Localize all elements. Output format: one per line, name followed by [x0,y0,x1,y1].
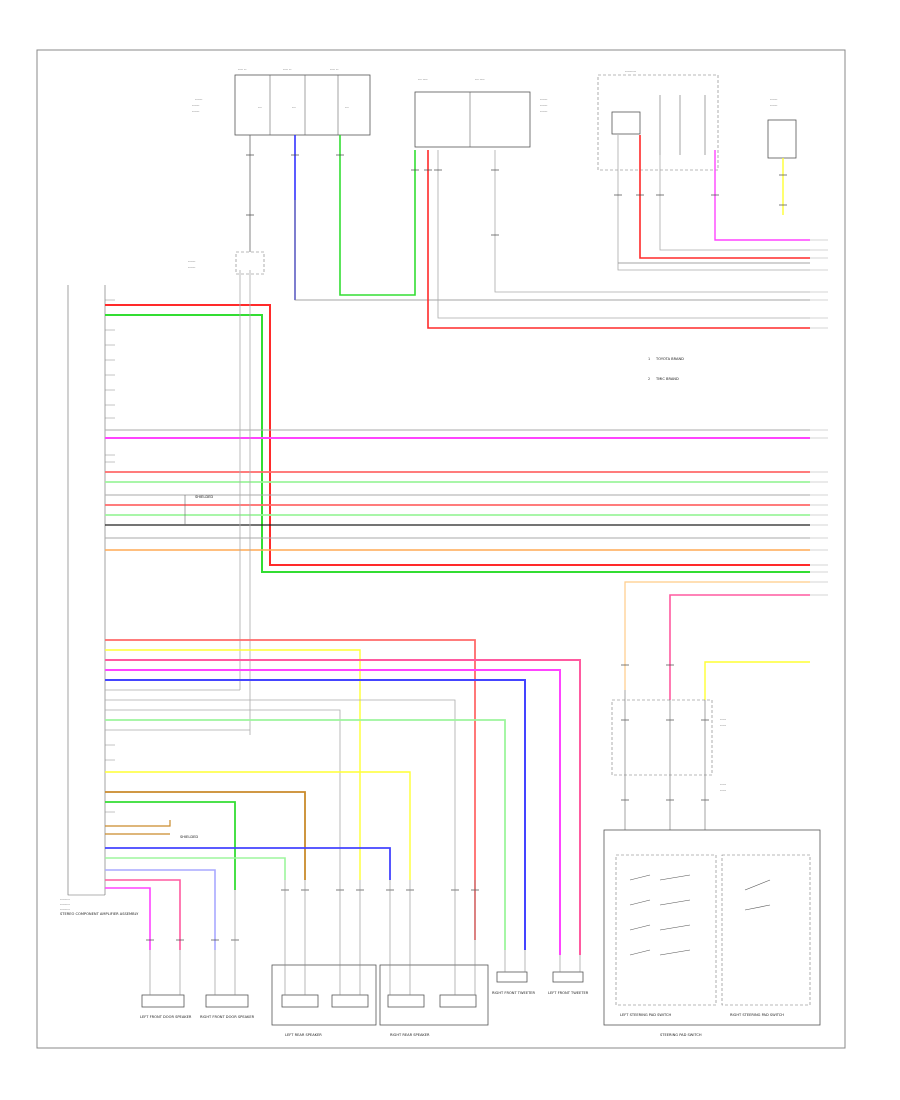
legend-item-2: TMIC BRAND [655,377,679,381]
label-steering-switch-left: LEFT STEERING PAD SWITCH [620,1013,671,1017]
svg-text:1: 1 [648,357,650,361]
bus-lines [105,239,828,955]
svg-text:--- ----: --- ---- [475,77,485,81]
svg-text:--------: -------- [60,907,71,911]
svg-text:--- ----: --- ---- [418,77,428,81]
svg-text:------: ------ [770,97,778,101]
svg-text:------: ------ [195,97,203,101]
svg-text:------: ------ [540,103,548,107]
shield-splice: ------ ------ [188,251,265,275]
svg-text:2: 2 [648,377,650,381]
svg-text:------: ------ [770,103,778,107]
svg-text:---: --- [292,105,296,109]
svg-text:--------: -------- [60,902,71,906]
diagram-border [36,49,846,1049]
svg-text:--------: -------- [60,897,71,901]
label-right-front-tweeter: RIGHT FRONT TWEETER [492,991,536,995]
tweeter-left-front: LEFT FRONT TWEETER [548,971,589,995]
label-steering-switch-right: RIGHT STEERING PAD SWITCH [730,1013,784,1017]
speaker-left-rear: LEFT REAR SPEAKER [271,964,377,1037]
label-left-front-tweeter: LEFT FRONT TWEETER [548,991,589,995]
label-left-front-door-speaker: LEFT FRONT DOOR SPEAKER [140,1015,192,1019]
legend-item-1: TOYOTA BRAND [655,357,684,361]
junction-block: --- ---- --- ---- ------ ------ ------ [414,77,548,148]
svg-text:------: ------ [540,97,548,101]
svg-text:---: --- [258,105,262,109]
label-amplifier: STEREO COMPONENT AMPLIFIER ASSEMBLY [60,912,139,916]
antenna-block: --------- ------ ------ [597,69,797,171]
fuse-relay-block: ---- -- ---- -- ---- -- ------ ------ --… [192,67,371,136]
speaker-connector-marks [146,889,479,941]
steering-relay-block: ----- ----- ----- ----- [611,690,727,830]
tweeter-right-front: RIGHT FRONT TWEETER [492,971,536,995]
svg-text:---------: --------- [625,69,637,73]
label-right-front-door-speaker: RIGHT FRONT DOOR SPEAKER [200,1015,255,1019]
svg-text:---: --- [345,105,349,109]
svg-text:---- --: ---- -- [238,67,247,71]
speaker-right-rear: RIGHT REAR SPEAKER [379,964,489,1037]
label-steering-switch-assembly: STEERING PAD SWITCH [660,1033,702,1037]
speaker-right-front-door: RIGHT FRONT DOOR SPEAKER [200,994,255,1019]
svg-text:------: ------ [188,265,196,269]
svg-text:------: ------ [192,103,200,107]
svg-text:-----: ----- [720,782,727,786]
svg-text:-----: ----- [720,723,727,727]
label-right-rear-speaker: RIGHT REAR SPEAKER [390,1033,430,1037]
svg-text:---- --: ---- -- [330,67,339,71]
top-feeders [249,135,810,329]
svg-text:-----: ----- [720,788,727,792]
legend: 1 TOYOTA BRAND 2 TMIC BRAND [648,357,684,381]
speaker-leads [149,880,581,995]
speaker-left-front-door: LEFT FRONT DOOR SPEAKER [140,994,192,1019]
svg-text:------: ------ [188,259,196,263]
svg-text:------: ------ [540,109,548,113]
svg-text:-----: ----- [720,717,727,721]
stereo-amplifier: -------- -------- -------- [60,285,106,911]
label-shield: SHIELDED [180,835,198,839]
svg-text:---- --: ---- -- [283,67,292,71]
connector-marks [246,154,787,801]
label-left-rear-speaker: LEFT REAR SPEAKER [285,1033,322,1037]
svg-text:------: ------ [192,109,200,113]
label-shield-2: SHIELDED [195,495,213,499]
steering-pad-switch: LEFT STEERING PAD SWITCH RIGHT STEERING … [603,829,821,1037]
